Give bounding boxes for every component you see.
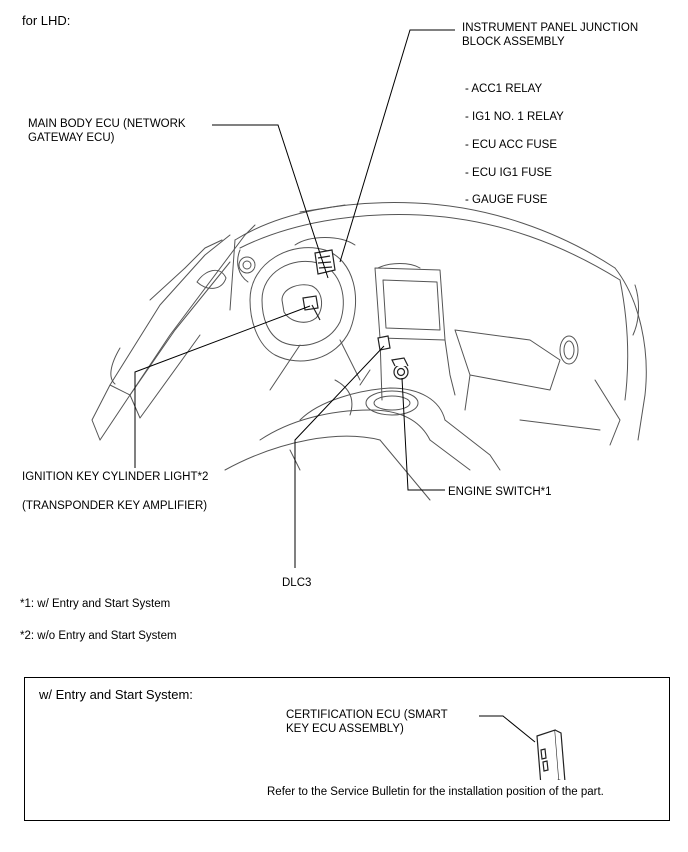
leader-junction-block: [339, 29, 455, 263]
leader-dlc3: [294, 345, 385, 568]
certification-ecu-label: CERTIFICATION ECU (SMART KEY ECU ASSEMBL…: [286, 709, 448, 735]
leader-engine-switch: [401, 377, 445, 491]
leader-main-body-ecu: [212, 124, 329, 279]
footnote-2: *2: w/o Entry and Start System: [20, 630, 177, 642]
dlc3-label: DLC3: [282, 577, 312, 589]
junction-block-label: INSTRUMENT PANEL JUNCTION BLOCK ASSEMBLY: [462, 22, 639, 48]
entry-start-system-box: w/ Entry and Start System: CERTIFICATION…: [24, 677, 670, 821]
leader-certification-ecu: [479, 715, 536, 743]
junction-item-gauge-fuse: - GAUGE FUSE: [465, 194, 548, 206]
junction-item-ecu-acc-fuse: - ECU ACC FUSE: [465, 139, 558, 151]
junction-item-ecu-ig1-fuse: - ECU IG1 FUSE: [465, 167, 552, 179]
engine-switch-label: ENGINE SWITCH*1: [448, 486, 552, 498]
leader-ignition-light: [134, 305, 311, 468]
entry-box-title: w/ Entry and Start System:: [39, 687, 193, 702]
condition-label: for LHD:: [22, 13, 71, 28]
main-body-ecu-label: MAIN BODY ECU (NETWORK GATEWAY ECU): [28, 118, 186, 144]
service-bulletin-note: Refer to the Service Bulletin for the in…: [267, 786, 604, 798]
junction-item-acc1-relay: - ACC1 RELAY: [465, 83, 543, 95]
junction-item-ig1-relay: - IG1 NO. 1 RELAY: [465, 111, 564, 123]
certification-ecu-illustration: [479, 715, 566, 780]
ignition-key-cylinder-light-label: IGNITION KEY CYLINDER LIGHT*2: [22, 471, 209, 483]
transponder-key-amplifier-label: (TRANSPONDER KEY AMPLIFIER): [22, 500, 208, 512]
footnote-1: *1: w/ Entry and Start System: [20, 598, 171, 610]
